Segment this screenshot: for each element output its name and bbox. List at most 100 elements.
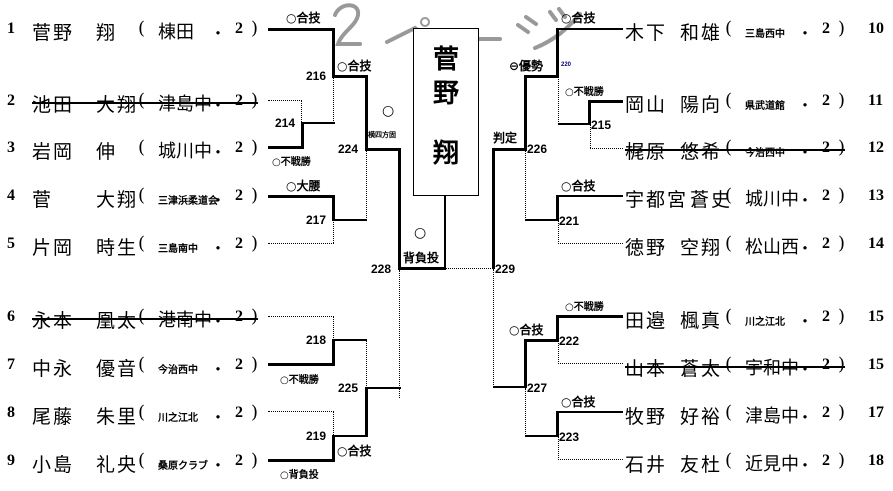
- player-school: 三津浜柔道会: [158, 196, 218, 207]
- dot-separator: ・: [797, 360, 814, 379]
- dot-separator: ・: [210, 239, 227, 258]
- player-given-name: 大翔: [96, 189, 139, 211]
- player-surname: 片岡: [32, 237, 75, 259]
- open-paren: (: [138, 402, 146, 423]
- player-school: 三島西中: [745, 29, 785, 40]
- bracket-line: [492, 148, 495, 269]
- watermark-2: [333, 3, 362, 46]
- bracket-line: [268, 28, 334, 31]
- open-paren: (: [725, 90, 733, 111]
- player-school: 近見中: [745, 454, 799, 475]
- bracket-line-dotted: [333, 219, 334, 243]
- seed-number: 15: [868, 308, 884, 325]
- player-given-name: 優音: [96, 358, 139, 380]
- player-surname: 牧野: [625, 406, 668, 428]
- player-surname: 永本: [32, 310, 75, 332]
- player-grade: 2: [822, 452, 830, 469]
- player-surname: 徳野: [625, 237, 668, 259]
- match-number: 229: [495, 262, 516, 276]
- player-school: 港南中: [158, 310, 212, 331]
- dot-separator: ・: [797, 191, 814, 210]
- dot-separator: ・: [210, 143, 227, 162]
- player-given-name: 伸: [96, 141, 118, 163]
- player-grade: 2: [822, 235, 830, 252]
- match-number: 216: [306, 69, 327, 83]
- seed-number: 9: [7, 452, 15, 469]
- dot-separator: ・: [210, 312, 227, 331]
- player-given-name: 蒼太: [680, 358, 723, 380]
- result-label: ○合技: [561, 11, 596, 25]
- close-paren: ): [838, 306, 846, 327]
- open-paren: (: [138, 185, 146, 206]
- player-given-name: 時生: [96, 237, 139, 259]
- bracket-line-dotted: [558, 243, 623, 244]
- bracket-line: [556, 195, 559, 221]
- bracket-line-dotted: [558, 340, 559, 364]
- bracket-line: [398, 148, 401, 269]
- open-paren: (: [725, 402, 733, 423]
- open-paren: (: [138, 18, 146, 39]
- result-label: ○合技: [286, 11, 321, 25]
- bracket-line-dotted: [333, 411, 334, 435]
- result-label: 横四方固: [368, 131, 396, 139]
- player-surname: 山本: [625, 358, 668, 380]
- player-school: 松山西: [745, 237, 799, 258]
- bracket-line-dotted: [446, 268, 493, 269]
- bracket-line: [365, 75, 368, 150]
- close-paren: ): [251, 450, 259, 471]
- bracket-line: [557, 28, 623, 30]
- match-number: 220: [561, 62, 572, 68]
- bracket-line-dotted: [268, 316, 334, 317]
- bracket-line: [556, 28, 559, 77]
- dot-separator: ・: [797, 96, 814, 115]
- result-label: ○合技: [509, 323, 544, 337]
- player-grade: 2: [822, 308, 830, 325]
- close-paren: ): [251, 402, 259, 423]
- bracket-line: [332, 28, 335, 76]
- close-paren: ): [251, 90, 259, 111]
- dot-separator: ・: [210, 191, 227, 210]
- bracket-line-dotted: [558, 459, 623, 460]
- bracket-line: [332, 435, 335, 462]
- champion-name-char: 翔: [432, 139, 459, 169]
- bracket-line: [524, 75, 559, 78]
- player-school: 今治西中: [745, 148, 785, 159]
- result-label: ○合技: [561, 395, 596, 409]
- bracket-line: [557, 411, 623, 413]
- match-number: 223: [559, 430, 580, 444]
- result-label: ○: [414, 225, 427, 241]
- result-label: ○合技: [337, 59, 372, 73]
- bracket-line: [525, 219, 558, 221]
- seed-number: 7: [7, 356, 15, 373]
- player-given-name: 陽向: [680, 94, 723, 116]
- close-paren: ): [251, 354, 259, 375]
- player-grade: 2: [822, 187, 830, 204]
- player-surname: 岩岡: [32, 141, 75, 163]
- bracket-line: [365, 387, 368, 437]
- player-school: 棟田: [158, 22, 194, 43]
- dot-separator: ・: [210, 456, 227, 475]
- dot-separator: ・: [797, 143, 814, 162]
- seed-number: 18: [868, 452, 884, 469]
- open-paren: (: [725, 306, 733, 327]
- watermark-handakuten: [420, 17, 430, 27]
- player-surname: 木下: [625, 22, 668, 44]
- player-grade: 2: [235, 452, 243, 469]
- seed-number: 10: [868, 20, 884, 37]
- player-school: 三島南中: [158, 244, 198, 255]
- bracket-line-dotted: [366, 150, 367, 220]
- bracket-line: [557, 195, 623, 197]
- seed-number: 1: [7, 20, 15, 37]
- match-number: 227: [527, 381, 548, 395]
- open-paren: (: [138, 233, 146, 254]
- bracket-line: [301, 122, 335, 124]
- result-label: ○不戦勝: [272, 157, 311, 168]
- player-school: 城川中: [158, 141, 212, 162]
- player-given-name: 空翔: [680, 237, 723, 259]
- seed-number: 11: [868, 92, 884, 109]
- player-surname: 池田: [32, 94, 75, 116]
- match-number: 214: [275, 116, 296, 130]
- withdrawn-strike-line: [32, 318, 258, 320]
- player-surname: 田邉: [625, 310, 668, 332]
- bracket-line-dotted: [590, 148, 623, 149]
